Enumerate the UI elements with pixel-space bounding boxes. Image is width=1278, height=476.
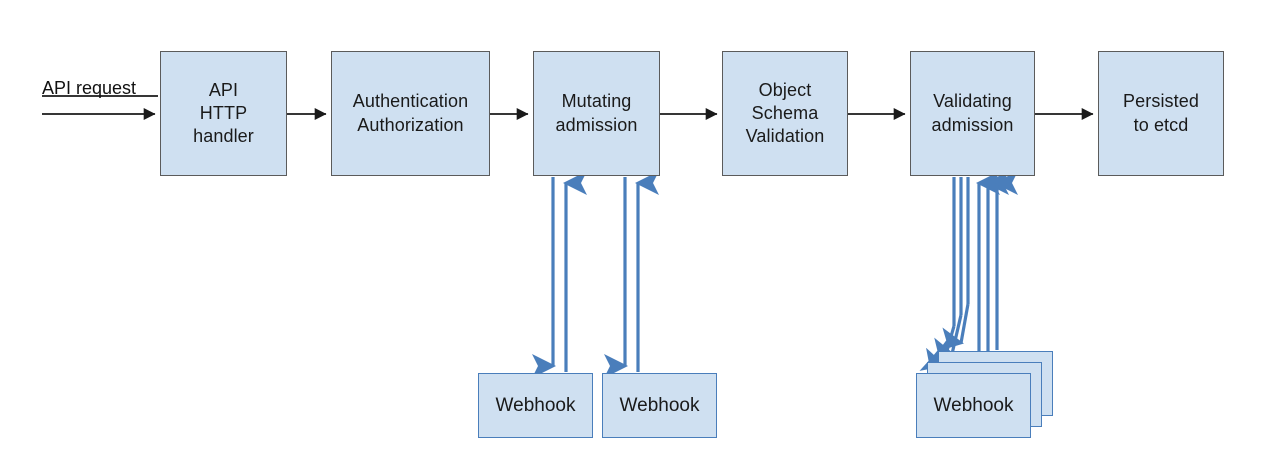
mutating-webhook-2-connectors [604,171,659,378]
node-authn-authz-label: Authentication Authorization [352,91,469,135]
node-api-http-handler[interactable]: API HTTP handler [160,51,287,176]
webhook-mutating-2-label: Webhook [619,394,700,416]
webhook-mutating-2[interactable]: Webhook [602,373,717,438]
node-object-schema-validation-label: Object Schema Validation [745,79,825,147]
webhook-mutating-1-label: Webhook [495,394,576,416]
validating-webhook-connectors [919,171,1018,372]
main-flow-connectors [42,95,1094,120]
node-persisted-to-etcd[interactable]: Persisted to etcd [1098,51,1224,176]
webhook-validating-label: Webhook [933,394,1014,416]
webhook-validating-stack-card-1[interactable]: Webhook [916,373,1031,438]
api-request-label: API request [42,78,137,98]
webhook-mutating-1[interactable]: Webhook [478,373,593,438]
node-mutating-admission[interactable]: Mutating admission [533,51,660,176]
node-object-schema-validation[interactable]: Object Schema Validation [722,51,848,176]
node-persisted-to-etcd-label: Persisted to etcd [1123,91,1199,135]
mutating-webhook-1-connectors [532,171,587,378]
node-validating-admission[interactable]: Validating admission [910,51,1035,176]
node-mutating-admission-label: Mutating admission [555,91,638,135]
node-validating-admission-label: Validating admission [931,91,1014,135]
node-api-http-handler-label: API HTTP handler [193,79,254,147]
node-authn-authz[interactable]: Authentication Authorization [331,51,490,176]
